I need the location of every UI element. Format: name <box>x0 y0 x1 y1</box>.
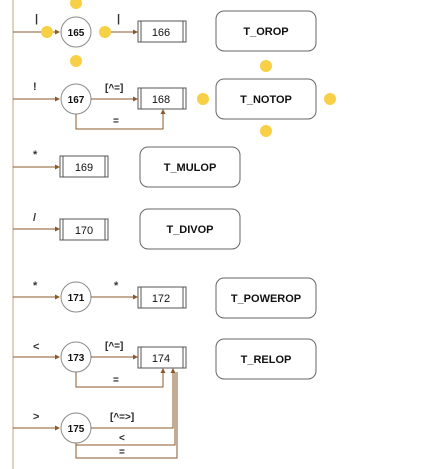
edge-label: | <box>117 13 120 25</box>
arrowhead <box>170 368 176 373</box>
input-symbol: * <box>33 280 38 292</box>
selection-handle[interactable] <box>70 55 82 67</box>
state-label: 171 <box>68 293 85 304</box>
row-relop-gt: > 175 [^=>] < = <box>13 368 178 459</box>
token-label: T_POWEROP <box>231 293 301 305</box>
token-label: T_RELOP <box>241 354 292 366</box>
arrowhead <box>133 96 138 102</box>
selection-handle[interactable] <box>41 26 53 38</box>
transition-edge <box>75 372 176 446</box>
target-label: 172 <box>152 293 170 305</box>
arrowhead <box>55 425 60 431</box>
row-notop: ! 167 [^=] 168 = T_NOTOP <box>13 60 336 137</box>
selection-handle[interactable] <box>324 93 336 105</box>
row-powerop: * 171 * 172 T_POWEROP <box>13 277 317 319</box>
target-box-166[interactable] <box>137 20 187 43</box>
token-box-relop[interactable] <box>215 338 317 380</box>
target-box-168[interactable] <box>137 87 187 110</box>
edge-label: [^=>] <box>110 412 134 423</box>
loop-label: = <box>113 375 119 386</box>
token-box-powerop[interactable] <box>215 277 317 319</box>
arrowhead <box>133 294 138 300</box>
input-symbol: | <box>35 13 38 25</box>
loop-edge <box>75 112 164 130</box>
arrowhead <box>133 29 138 35</box>
row-relop: < 173 [^=] 174 = T_RELOP <box>13 338 317 388</box>
row-divop: / 170 T_DIVOP <box>13 208 241 250</box>
target-label: 174 <box>152 353 170 365</box>
token-box-mulop[interactable] <box>139 146 241 188</box>
token-box-orop[interactable] <box>215 10 317 52</box>
target-box-174[interactable] <box>137 346 187 369</box>
token-box-notop[interactable] <box>215 78 317 120</box>
arrowhead <box>160 109 166 114</box>
arrowhead <box>160 368 166 373</box>
target-box-169[interactable] <box>59 155 109 178</box>
state-label: 165 <box>68 28 85 39</box>
selection-handle[interactable] <box>99 26 111 38</box>
edge-label: * <box>114 280 119 292</box>
target-label: 168 <box>152 94 170 106</box>
target-box-170[interactable] <box>59 218 109 241</box>
input-symbol: ! <box>33 81 37 93</box>
edge-label: [^=] <box>105 341 123 352</box>
state-label: 175 <box>68 424 85 435</box>
loop-edge <box>75 371 164 388</box>
arrowhead <box>55 294 60 300</box>
loop-label: = <box>113 116 119 127</box>
arrowhead <box>55 354 60 360</box>
token-box-divop[interactable] <box>139 208 241 250</box>
arrowhead <box>55 29 60 35</box>
token-label: T_DIVOP <box>166 224 213 236</box>
input-symbol: / <box>33 212 36 224</box>
selection-handle[interactable] <box>260 60 272 72</box>
token-label: T_MULOP <box>164 162 217 174</box>
input-symbol: * <box>33 149 38 161</box>
arrowhead <box>55 226 60 232</box>
edge-label: = <box>119 447 125 458</box>
arrowhead <box>55 96 60 102</box>
row-mulop: * 169 T_MULOP <box>13 146 241 188</box>
target-box-172[interactable] <box>137 286 187 309</box>
arrowhead <box>133 354 138 360</box>
state-label: 173 <box>68 353 85 364</box>
state-label: 167 <box>68 95 85 106</box>
row-orop: | 165 | 166 T_OROP <box>13 0 317 67</box>
input-symbol: > <box>33 411 39 423</box>
target-label: 170 <box>75 225 93 237</box>
state-node-165[interactable] <box>60 16 92 48</box>
token-label: T_OROP <box>243 26 288 38</box>
edge-label: < <box>119 433 125 444</box>
target-label: 169 <box>75 162 93 174</box>
input-symbol: < <box>33 341 39 353</box>
selection-handle[interactable] <box>260 125 272 137</box>
selection-handle[interactable] <box>197 93 209 105</box>
edge-label: [^=] <box>105 83 123 94</box>
transition-edge <box>75 372 178 459</box>
target-label: 166 <box>152 27 170 39</box>
selection-handle[interactable] <box>70 0 82 9</box>
token-label: T_NOTOP <box>240 94 292 106</box>
transition-edge <box>91 372 174 429</box>
arrowhead <box>55 164 60 170</box>
